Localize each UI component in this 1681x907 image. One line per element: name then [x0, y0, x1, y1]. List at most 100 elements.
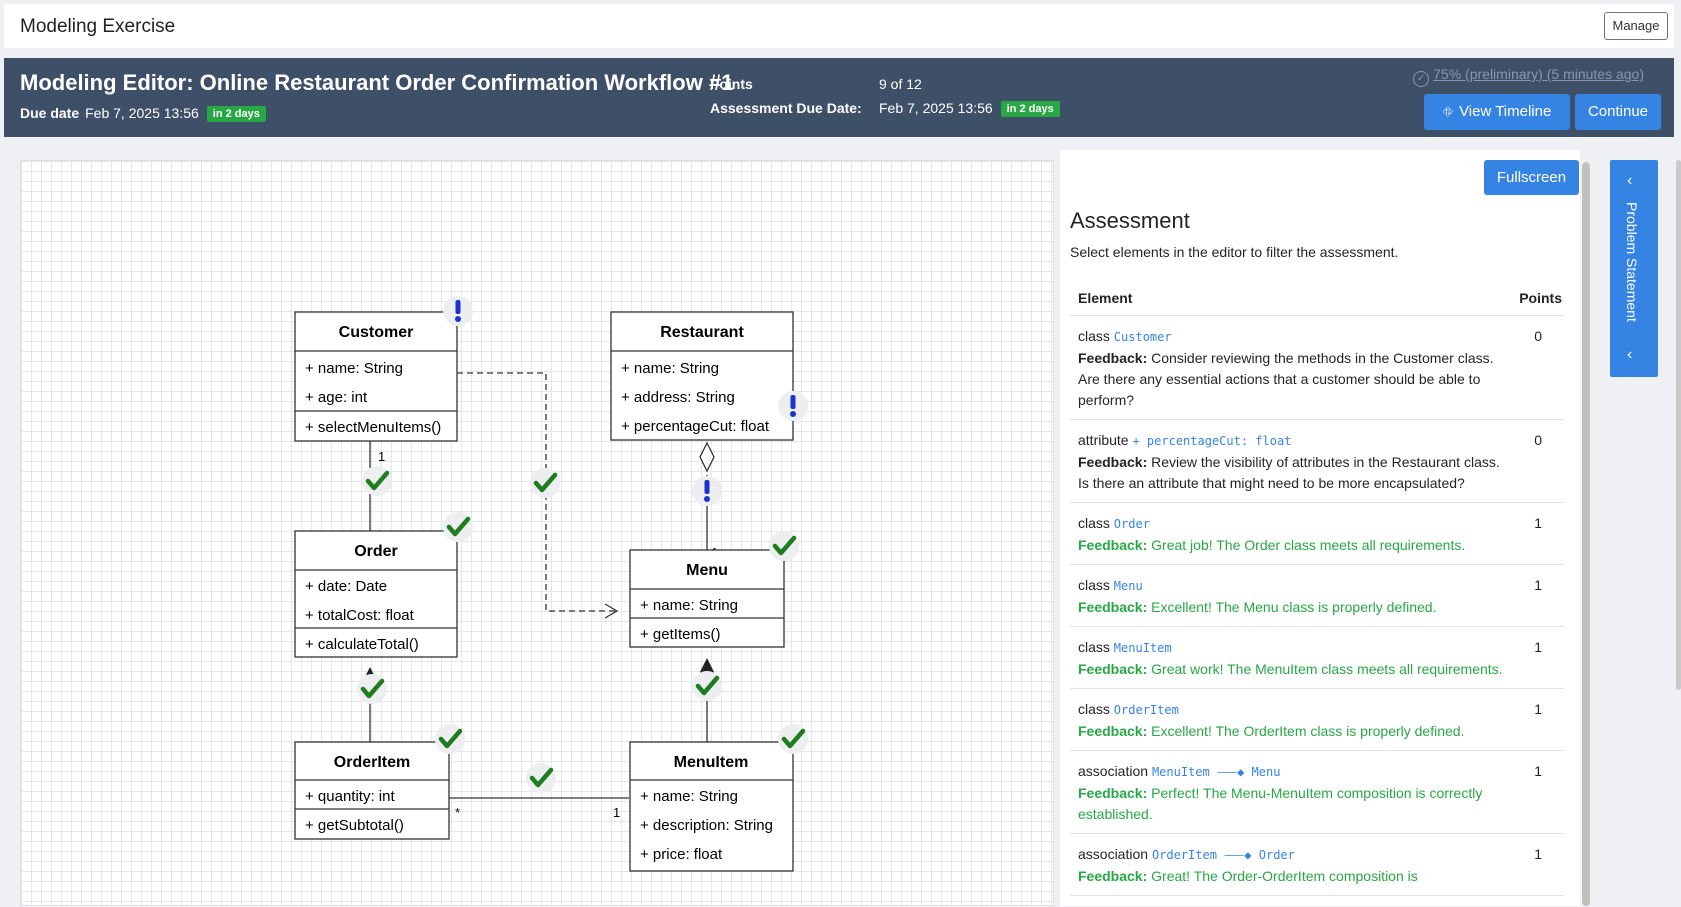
- feedback-text: Great work! The MenuItem class meets all…: [1151, 661, 1503, 677]
- manage-button[interactable]: Manage: [1604, 12, 1668, 40]
- class-attribute: + name: String: [640, 597, 738, 614]
- class-attribute: + name: String: [305, 360, 403, 377]
- aggregation-diamond: [699, 441, 715, 473]
- class-method: + getSubtotal(): [305, 817, 404, 834]
- row-points: 1: [1534, 639, 1542, 655]
- feedback-warning-icon[interactable]: [443, 296, 473, 326]
- element-ref: Menu: [1113, 579, 1143, 593]
- feedback-label: Feedback:: [1078, 868, 1148, 884]
- view-timeline-label: View Timeline: [1459, 103, 1552, 120]
- table-row[interactable]: class MenuItem Feedback: Great work! The…: [1070, 627, 1564, 689]
- class-method: + getItems(): [640, 626, 720, 643]
- uml-diagram: 1 * 1 1 1 * 1 * * 1 Customer + name: Str…: [294, 296, 1055, 872]
- table-row[interactable]: attribute + percentageCut: float Feedbac…: [1070, 420, 1564, 503]
- class-order[interactable]: Order + date: Date + totalCost: float + …: [294, 530, 458, 658]
- feedback-label: Feedback:: [1078, 723, 1148, 739]
- customer-menu-dependency[interactable]: [457, 372, 617, 612]
- class-name: OrderItem: [334, 754, 410, 771]
- due-date-label: Due date: [20, 105, 80, 121]
- feedback-check-icon[interactable]: [357, 674, 387, 704]
- class-attribute: + date: Date: [305, 578, 387, 595]
- points-label: Points: [710, 76, 753, 92]
- class-attribute: + totalCost: float: [305, 607, 415, 624]
- feedback-label: Feedback:: [1078, 785, 1148, 801]
- feedback-text: Excellent! The OrderItem class is proper…: [1151, 723, 1465, 739]
- feedback-warning-icon[interactable]: [692, 476, 722, 506]
- problem-statement-tab[interactable]: ‹ Problem Statement ‹: [1610, 160, 1658, 377]
- modeling-canvas[interactable]: 1 * 1 1 1 * 1 * * 1 Customer + name: Str…: [20, 160, 1054, 906]
- class-name: Menu: [686, 562, 728, 579]
- element-ref: MenuItem ⸺◆ Menu: [1151, 765, 1281, 779]
- fullscreen-button[interactable]: Fullscreen: [1484, 160, 1579, 195]
- assessment-due-date: Feb 7, 2025 13:56: [879, 100, 993, 116]
- feedback-label: Feedback:: [1078, 537, 1148, 553]
- feedback-label: Feedback:: [1078, 599, 1148, 615]
- page-scrollbar[interactable]: [1676, 160, 1681, 690]
- assessment-due-label: Assessment Due Date:: [710, 100, 862, 116]
- element-ref: Order: [1113, 517, 1150, 531]
- feedback-check-icon[interactable]: [526, 763, 556, 793]
- preliminary-result-link[interactable]: ✓75% (preliminary) (5 minutes ago): [1413, 66, 1644, 87]
- feedback-check-icon[interactable]: [692, 671, 722, 701]
- class-customer[interactable]: Customer + name: String + age: int + sel…: [294, 311, 458, 442]
- dependency-arrowhead: [604, 603, 619, 619]
- feedback-text: Great job! The Order class meets all req…: [1151, 537, 1466, 553]
- feedback-check-icon[interactable]: [362, 466, 392, 496]
- feedback-label: Feedback:: [1078, 454, 1148, 470]
- multiplicity-label: 1: [613, 805, 620, 820]
- element-kind: class: [1078, 328, 1110, 344]
- continue-button[interactable]: Continue: [1575, 94, 1661, 130]
- feedback-check-icon[interactable]: [435, 724, 465, 754]
- table-row[interactable]: association OrderItem ⸺◆ Order Feedback:…: [1070, 834, 1564, 896]
- row-points: 0: [1534, 432, 1542, 448]
- assessment-panel: [1060, 150, 1580, 906]
- class-attribute: + address: String: [621, 389, 735, 406]
- element-kind: class: [1078, 515, 1110, 531]
- element-ref: OrderItem ⸺◆ Order: [1151, 848, 1295, 862]
- class-method: + calculateTotal(): [305, 636, 419, 653]
- due-date-badge: in 2 days: [206, 106, 266, 122]
- class-menuitem[interactable]: MenuItem + name: String + description: S…: [629, 741, 794, 872]
- row-points: 1: [1534, 846, 1542, 862]
- class-attribute: + price: float: [640, 846, 723, 863]
- table-row[interactable]: association MenuItem ⸺◆ Menu Feedback: P…: [1070, 751, 1564, 834]
- chevron-left-icon: ‹: [1627, 172, 1633, 189]
- assessment-title: Assessment: [1070, 208, 1190, 233]
- element-kind: attribute: [1078, 432, 1129, 448]
- chevron-left-icon: ‹: [1627, 346, 1633, 363]
- feedback-check-icon[interactable]: [769, 531, 799, 561]
- element-ref: Customer: [1113, 330, 1172, 344]
- table-row[interactable]: class Menu Feedback: Excellent! The Menu…: [1070, 565, 1564, 627]
- table-row[interactable]: class Customer Feedback: Consider review…: [1070, 316, 1564, 420]
- table-header: Element Points: [1070, 280, 1564, 316]
- class-name: Restaurant: [660, 324, 744, 341]
- class-name: Order: [354, 543, 398, 560]
- class-attribute: + quantity: int: [305, 788, 395, 805]
- feedback-warning-icon[interactable]: [778, 391, 808, 421]
- element-ref: + percentageCut: float: [1132, 434, 1292, 448]
- class-menu[interactable]: Menu + name: String + getItems(): [629, 549, 785, 648]
- element-ref: OrderItem: [1113, 703, 1179, 717]
- feedback-check-icon[interactable]: [443, 512, 473, 542]
- row-points: 1: [1534, 577, 1542, 593]
- assessment-scrollbar-thumb[interactable]: [1582, 162, 1590, 906]
- view-timeline-button[interactable]: ⛗View Timeline: [1424, 94, 1570, 130]
- class-attribute: + description: String: [640, 817, 773, 834]
- table-row[interactable]: class Order Feedback: Great job! The Ord…: [1070, 503, 1564, 565]
- top-bar: Modeling Exercise Manage: [4, 4, 1674, 48]
- table-row[interactable]: class OrderItem Feedback: Excellent! The…: [1070, 689, 1564, 751]
- class-attribute: + age: int: [305, 389, 368, 406]
- assessment-table: Element Points class Customer Feedback: …: [1070, 280, 1564, 896]
- row-points: 1: [1534, 701, 1542, 717]
- class-restaurant[interactable]: Restaurant + name: String + address: Str…: [610, 311, 794, 441]
- class-orderitem[interactable]: OrderItem + quantity: int + getSubtotal(…: [294, 741, 450, 840]
- row-points: 1: [1534, 763, 1542, 779]
- exercise-header: Modeling Editor: Online Restaurant Order…: [4, 58, 1674, 137]
- feedback-label: Feedback:: [1078, 661, 1148, 677]
- element-kind: class: [1078, 577, 1110, 593]
- element-ref: MenuItem: [1113, 641, 1172, 655]
- feedback-check-icon[interactable]: [530, 468, 560, 498]
- feedback-check-icon[interactable]: [778, 724, 808, 754]
- preliminary-result-text: 75% (preliminary) (5 minutes ago): [1433, 66, 1644, 82]
- element-kind: association: [1078, 846, 1149, 862]
